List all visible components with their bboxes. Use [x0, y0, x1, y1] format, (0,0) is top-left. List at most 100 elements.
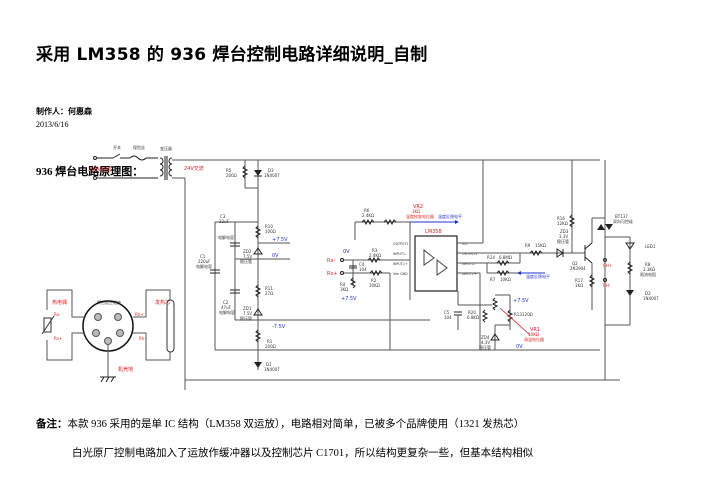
pin-in1m: INPUT1- [393, 252, 407, 256]
zd1-value: 7.5V [243, 311, 252, 316]
zd2-label: ZD2 [243, 249, 252, 254]
d1-label: D1 [266, 362, 272, 367]
d2-label: D2 [645, 291, 651, 296]
r17-resistor [588, 274, 596, 288]
r10-value: 100Ω [265, 229, 276, 234]
fuse-symbol [129, 155, 147, 161]
zd4-zener [490, 333, 500, 341]
r7-value: 10KΩ [500, 277, 511, 282]
r14-value: 6.8MΩ [499, 255, 512, 260]
r9-resistor [529, 249, 543, 257]
lm358-ic [414, 235, 458, 292]
r13-value: 120Ω [522, 312, 533, 317]
zd4-value: 4.3V [481, 340, 490, 345]
r1-value: 200Ω [265, 344, 276, 349]
socket-label: 焊台航空插座 [97, 299, 121, 305]
r2-resistor [369, 269, 383, 277]
r14-label: R14 [487, 255, 495, 260]
pin-in1p: INPUT1+ [393, 262, 408, 266]
zd3-value: 3.3V [559, 234, 568, 239]
r5-resistor [241, 165, 249, 179]
c5-value: 104 [444, 315, 452, 320]
r6-resistor [361, 218, 375, 226]
c5-label: C5 [444, 310, 450, 315]
pin-vee: Vee GND [393, 272, 408, 276]
ac-out-label: 24V交流 [184, 165, 204, 172]
c1-label: C1 [200, 254, 206, 259]
circuit-schematic: 开关 保险丝 220V交流 变压器 24V交流 R5 200Ω D3 1N400… [41, 144, 659, 390]
temp-feedback-label: 温度反馈电平 [526, 273, 550, 279]
r1-label: R1 [267, 339, 273, 344]
r8-desc: 限流电阻 [640, 271, 656, 277]
socket-rx-minus: Rx- [54, 312, 61, 317]
pin-out1: OUTPUT1 [393, 242, 409, 246]
plus75-label: +7.5V [272, 237, 288, 243]
zd3-desc: 稳压管 [557, 238, 569, 244]
d3-label: D3 [268, 168, 274, 173]
transformer-label: 变压器 [160, 145, 172, 151]
r6-label: R6 [364, 208, 370, 213]
fuse-label: 保险丝 [133, 144, 145, 150]
temp-calib-label: 温度反馈电平 [438, 213, 462, 219]
rh-plus-label: RH+ [603, 263, 612, 268]
note-line-1: 备注：本款 936 采用的是单 IC 结构（LM358 双运放），电路相对简单，… [36, 416, 524, 431]
zero-v-label-2: 0V [343, 249, 350, 255]
r16-label: R16 [557, 216, 565, 221]
plus75-label-2: +7.5V [341, 296, 357, 302]
r13-resistor [506, 309, 514, 323]
vr2-label: VR2 [413, 204, 423, 210]
sensor-label: 热电偶 [52, 299, 67, 306]
d1-diode [254, 362, 262, 368]
socket-rx-plus: Rx+ [54, 336, 63, 341]
r10-label: R10 [265, 224, 273, 229]
c4-value: 104 [359, 267, 367, 272]
r20-label: R20 [468, 310, 476, 315]
c1-capacitor [210, 269, 220, 274]
socket-rh-plus: Rh+ [135, 312, 144, 317]
r6-value: 2.4KΩ [362, 213, 374, 218]
note-text-1: 本款 936 采用的是单 IC 结构（LM358 双运放），电路相对简单，已被多… [67, 419, 525, 430]
document-title: 采用 LM358 的 936 焊台控制电路详细说明_自制 [36, 45, 428, 65]
ac-in-label: 220V交流 [88, 166, 111, 173]
vr2-value: 1KΩ [412, 209, 420, 214]
r20-resistor [481, 309, 489, 323]
c3-value: 22uF [219, 219, 230, 224]
r8-resistor [626, 261, 634, 275]
ac-input: 开关 保险丝 220V交流 [88, 144, 158, 180]
r4-resistor [349, 277, 357, 289]
c3-label: C3 [220, 214, 226, 219]
r2-value: 10KΩ [369, 283, 380, 288]
r3-value: 2.4KΩ [369, 253, 381, 258]
document-date: 2013/6/16 [36, 120, 69, 129]
pin-vcc: Vcc [462, 242, 468, 246]
q2-label: Q2 [572, 261, 578, 266]
led1-label: LED1 [645, 244, 656, 249]
r8-label: R8 [645, 262, 651, 267]
minus75-label: -7.5V [272, 324, 286, 330]
r20-value: 6.8KΩ [467, 315, 479, 320]
r9-label: R9 [525, 243, 531, 248]
vr2-desc: 温度校准电位器 [406, 213, 434, 219]
c2-capacitor [230, 289, 240, 294]
rx-plus-label: Rx+ [327, 271, 338, 277]
socket-diagram: 热电偶 焊台航空插座 发热芯 Rx- Rx+ Rh+ Rh- 机壳地 [41, 289, 175, 383]
r5-label: R5 [226, 168, 232, 173]
r8-value: 3.3KΩ [643, 267, 655, 272]
r17-value: 1KΩ [575, 283, 583, 288]
r4-value: 1KΩ [340, 287, 348, 292]
vr1-label: VR1 [530, 327, 540, 333]
plus75-label-3: +7.5V [513, 298, 529, 304]
r11-label: R11 [265, 286, 273, 291]
rx-plus-terminal [340, 271, 344, 275]
note-label: 备注： [36, 419, 68, 430]
c1-desc: 电解电容 [196, 263, 212, 269]
r3-label: R3 [372, 248, 378, 253]
c2-label: C2 [223, 300, 229, 305]
r13-label: R13 [514, 312, 522, 317]
vr1-potentiometer [491, 297, 499, 311]
document-author: 制作人：何惠森 [36, 107, 92, 116]
r16-value: 12KΩ [557, 221, 568, 226]
r11-resistor [254, 284, 262, 298]
r16-resistor [568, 214, 576, 228]
r1-resistor [254, 329, 262, 343]
